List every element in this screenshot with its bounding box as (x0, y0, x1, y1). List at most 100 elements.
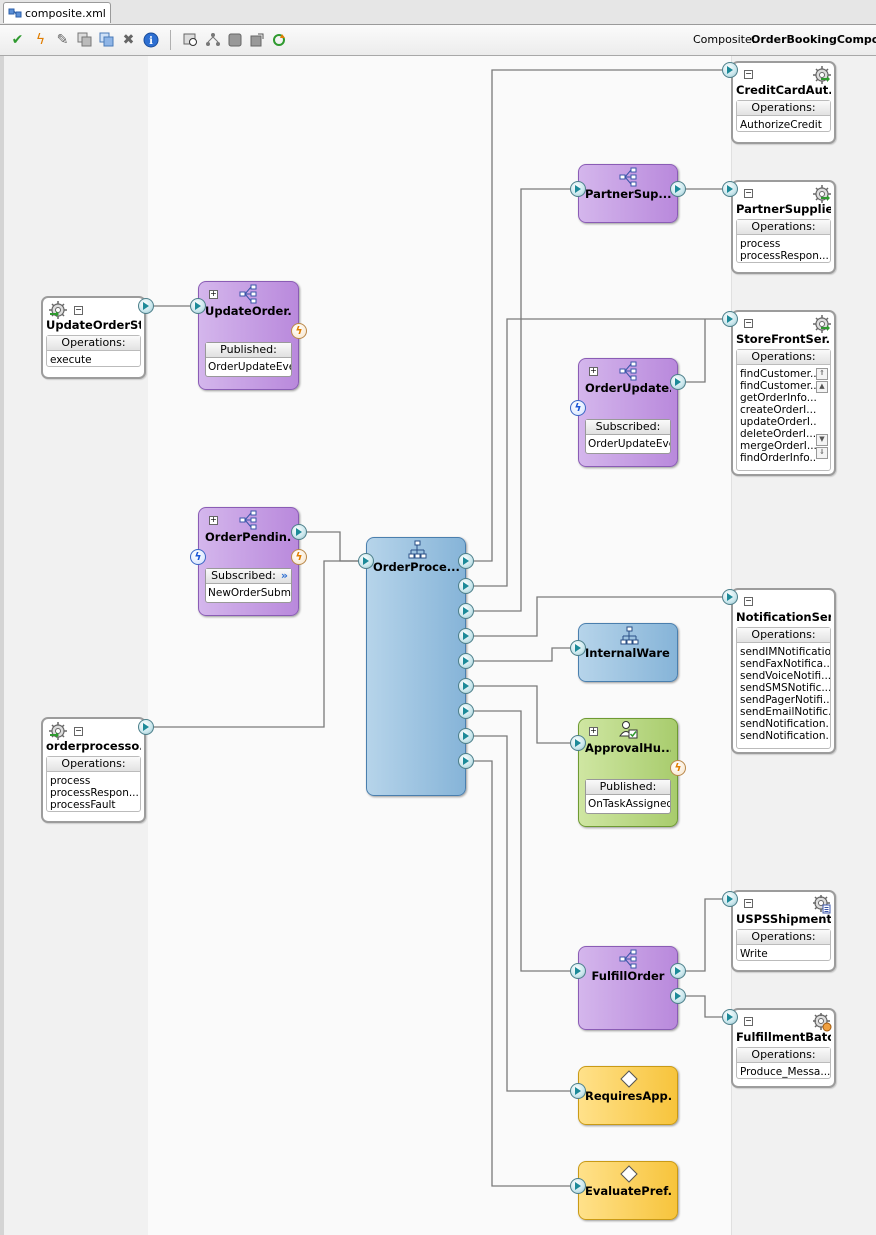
operation-item[interactable]: Produce_Messa... (740, 1066, 830, 1078)
business-rule-evaluate-preference[interactable]: EvaluatePref... (578, 1161, 678, 1220)
reference-port[interactable] (458, 603, 474, 619)
component-port[interactable] (190, 298, 206, 314)
subscribe-event-icon[interactable]: ϟ (570, 400, 586, 416)
expand-toggle[interactable]: + (209, 289, 218, 299)
delete-icon[interactable]: ✖ (122, 31, 135, 48)
reference-in-port[interactable] (722, 589, 738, 605)
mediator-order-pending[interactable]: + OrderPendin... Subscribed:» NewOrderSu… (198, 507, 299, 616)
operation-item[interactable]: processFault (50, 799, 116, 811)
operation-item[interactable]: getOrderInfo... (740, 392, 816, 404)
expand-events-icon[interactable]: » (280, 569, 288, 582)
refresh-icon[interactable] (270, 31, 287, 48)
scroll-top-icon[interactable]: ⇑ (816, 368, 828, 380)
info-icon[interactable]: i (142, 31, 159, 48)
component-port[interactable] (570, 735, 586, 751)
operation-item[interactable]: processRespon... (740, 250, 829, 262)
reference-usps-shipment[interactable]: − USPSShipment Operations: Write (731, 890, 836, 972)
reference-partner-supplier[interactable]: − PartnerSupplie... Operations: process … (731, 180, 836, 274)
reference-port[interactable] (458, 578, 474, 594)
reference-port[interactable] (458, 678, 474, 694)
reference-port[interactable] (670, 988, 686, 1004)
operation-item[interactable]: process (50, 775, 91, 787)
collapse-toggle[interactable]: − (74, 726, 83, 736)
reference-port[interactable] (670, 181, 686, 197)
component-port[interactable] (570, 640, 586, 656)
operation-item[interactable]: sendIMNotification (740, 646, 830, 658)
publish-event-icon[interactable]: ϟ (291, 549, 307, 565)
component-port[interactable] (291, 524, 307, 540)
component-port[interactable] (570, 963, 586, 979)
reference-port[interactable] (670, 374, 686, 390)
component-port[interactable] (570, 1083, 586, 1099)
event-icon[interactable]: ϟ (35, 31, 46, 48)
reference-port[interactable] (458, 703, 474, 719)
bpel-internal-warehouse[interactable]: InternalWare... (578, 623, 678, 682)
reference-port[interactable] (670, 963, 686, 979)
collapse-toggle[interactable]: − (744, 1016, 753, 1026)
scroll-bottom-icon[interactable]: ⇓ (816, 447, 828, 459)
operation-item[interactable]: Write (740, 948, 768, 960)
operation-item[interactable]: AuthorizeCredit (740, 119, 822, 131)
reference-in-port[interactable] (722, 311, 738, 327)
expand-toggle[interactable]: + (209, 515, 218, 525)
reference-port[interactable] (458, 728, 474, 744)
reference-store-front[interactable]: − StoreFrontSer... Operations: findCusto… (731, 310, 836, 476)
service-port[interactable] (138, 298, 154, 314)
collapse-toggle[interactable]: − (744, 596, 753, 606)
zoom-icon[interactable] (182, 31, 199, 48)
mediator-partner-sup[interactable]: PartnerSup... (578, 164, 678, 223)
export-icon[interactable] (248, 31, 265, 48)
mediator-update-order[interactable]: + UpdateOrder... Published: OrderUpdateE… (198, 281, 299, 390)
operation-item[interactable]: deleteOrderI... (740, 428, 816, 440)
operation-item[interactable]: createOrderI... (740, 404, 816, 416)
validate-icon[interactable]: ✔ (11, 31, 24, 48)
grid-icon[interactable] (226, 31, 243, 48)
tab-composite-xml[interactable]: composite.xml (3, 2, 111, 23)
reference-in-port[interactable] (722, 891, 738, 907)
operation-item[interactable]: sendPagerNotifi... (740, 694, 830, 706)
operation-item[interactable]: execute (50, 354, 92, 366)
operation-item[interactable]: sendFaxNotifica... (740, 658, 830, 670)
service-port[interactable] (138, 719, 154, 735)
operation-item[interactable]: updateOrderI... (740, 416, 816, 428)
reference-in-port[interactable] (722, 1009, 738, 1025)
operation-item[interactable]: process (740, 238, 781, 250)
human-task-approval[interactable]: + ApprovalHu... Published: OnTaskAssigne… (578, 718, 678, 827)
reference-fulfillment-batch[interactable]: − FulfillmentBatch Operations: Produce_M… (731, 1008, 836, 1088)
operation-item[interactable]: findCustomer... (740, 380, 816, 392)
publish-event-icon[interactable]: ϟ (670, 760, 686, 776)
component-port[interactable] (570, 1178, 586, 1194)
operation-item[interactable]: sendEmailNotific... (740, 706, 830, 718)
layout-icon[interactable] (204, 31, 221, 48)
service-order-processor[interactable]: − orderprocesso... Operations: process p… (41, 717, 146, 823)
component-port[interactable] (570, 181, 586, 197)
reference-port[interactable] (458, 628, 474, 644)
collapse-toggle[interactable]: − (74, 305, 83, 315)
reference-port[interactable] (458, 753, 474, 769)
operation-item[interactable]: sendNotification... (740, 730, 830, 742)
reference-port[interactable] (458, 553, 474, 569)
operation-item[interactable]: mergeOrderI... (740, 440, 816, 452)
operation-item[interactable]: findOrderInfo... (740, 452, 816, 464)
expand-toggle[interactable]: + (589, 366, 598, 376)
scroll-down-icon[interactable]: ▼ (816, 434, 828, 446)
copy-icon[interactable] (76, 31, 93, 48)
reference-credit-card-auth[interactable]: − CreditCardAut... Operations: Authorize… (731, 61, 836, 144)
operation-item[interactable]: findCustomer... (740, 368, 816, 380)
reference-in-port[interactable] (722, 181, 738, 197)
collapse-toggle[interactable]: − (744, 898, 753, 908)
operation-item[interactable]: sendNotification... (740, 718, 830, 730)
expand-toggle[interactable]: + (589, 726, 598, 736)
pencil-icon[interactable]: ✎ (56, 31, 69, 48)
component-port[interactable] (358, 553, 374, 569)
reference-notification-service[interactable]: − NotificationSer... Operations: sendIMN… (731, 588, 836, 754)
mediator-fulfill-order[interactable]: FulfillOrder (578, 946, 678, 1030)
collapse-toggle[interactable]: − (744, 188, 753, 198)
collapse-toggle[interactable]: − (744, 318, 753, 328)
reference-in-port[interactable] (722, 62, 738, 78)
business-rule-requires-approval[interactable]: RequiresApp... (578, 1066, 678, 1125)
publish-event-icon[interactable]: ϟ (291, 323, 307, 339)
operation-item[interactable]: sendSMSNotific... (740, 682, 830, 694)
bpel-order-process[interactable]: OrderProce... (366, 537, 466, 796)
mediator-order-update[interactable]: + OrderUpdate... Subscribed: OrderUpdate… (578, 358, 678, 467)
